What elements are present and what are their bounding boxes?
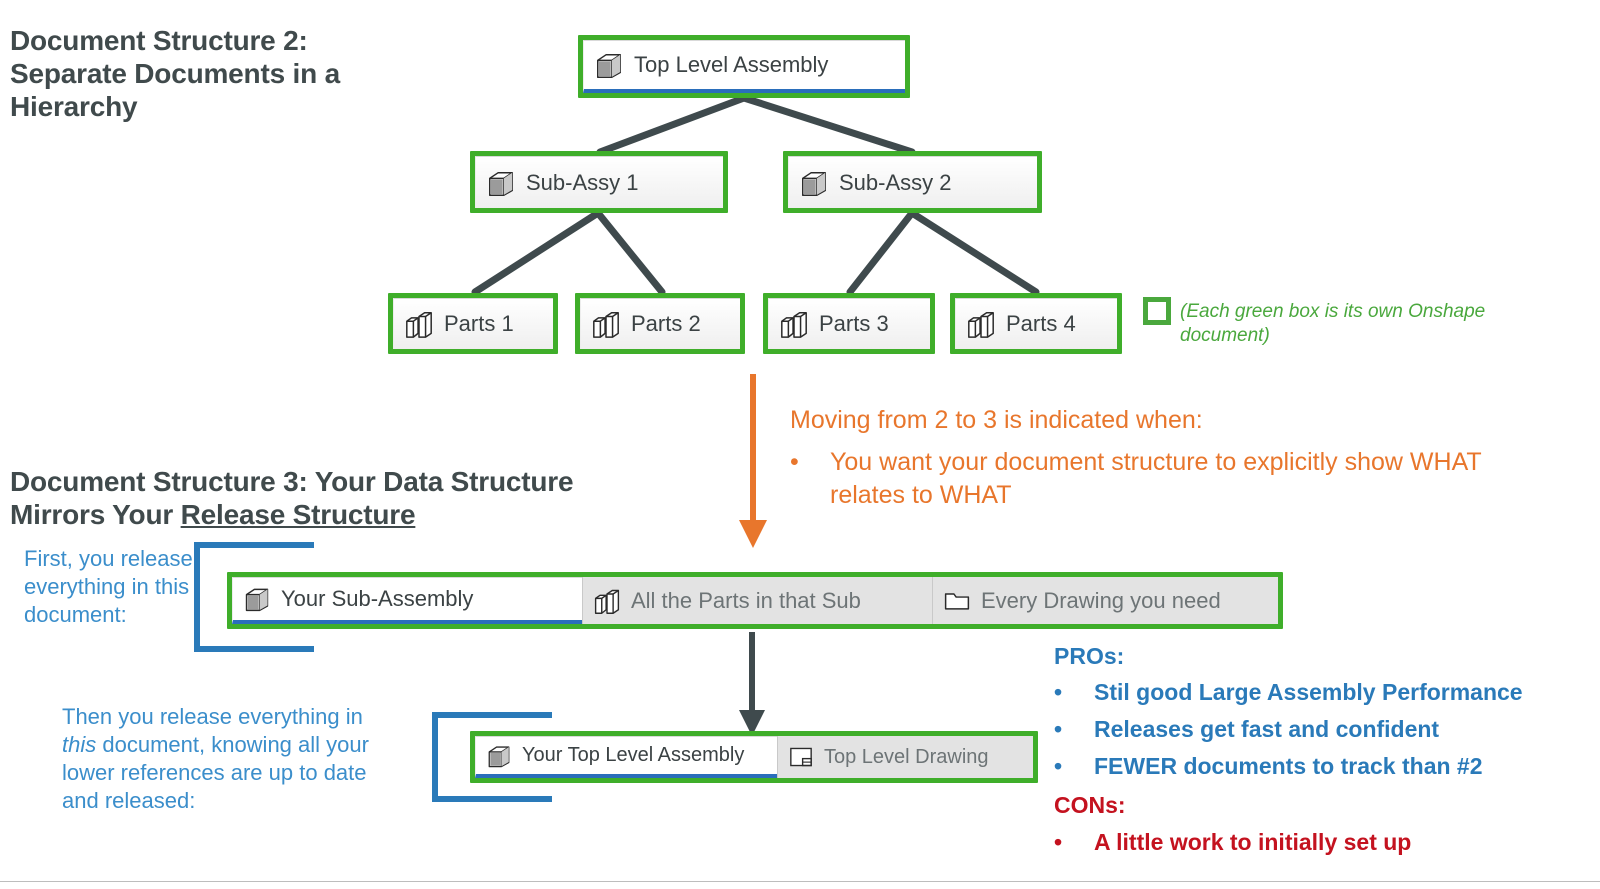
then-note-line-1: Then you release everything in — [62, 704, 363, 729]
doc-your-top-level-assembly[interactable]: Your Top Level Assembly Top Level Drawin… — [470, 731, 1038, 783]
bullet-marker: • — [1054, 716, 1063, 742]
then-note-line-3: lower references are up to date — [62, 760, 367, 785]
doc-parts-4[interactable]: Parts 4 — [950, 293, 1122, 354]
bracket-first-release — [194, 542, 314, 652]
tab-label: Your Sub-Assembly — [281, 586, 474, 611]
assembly-cube-icon — [594, 50, 624, 80]
tab-label: Top Level Drawing — [824, 745, 989, 768]
doc-your-sub-assembly[interactable]: Your Sub-Assembly All the Parts in that … — [227, 572, 1283, 629]
part-studio-icon — [593, 587, 621, 615]
doc-parts-2[interactable]: Parts 2 — [575, 293, 745, 354]
structure-3-title-underlined: Release Structure — [180, 499, 416, 530]
doc-sub-assy-1[interactable]: Sub-Assy 1 — [470, 151, 728, 213]
tab-label: All the Parts in that Sub — [631, 587, 861, 613]
then-note-line-4: and released: — [62, 788, 196, 813]
structure-3-title-text: Document Structure 3: Your Data Structur… — [10, 466, 574, 530]
tab-top-level-drawing[interactable]: Top Level Drawing — [777, 736, 1033, 778]
tab-label: Sub-Assy 2 — [839, 169, 952, 195]
pros-item-1: • Stil good Large Assembly Performance — [1054, 674, 1594, 711]
tab-all-the-parts[interactable]: All the Parts in that Sub — [582, 577, 932, 624]
doc-parts-3[interactable]: Parts 3 — [763, 293, 935, 354]
doc-parts-1[interactable]: Parts 1 — [388, 293, 558, 354]
assembly-cube-icon — [486, 743, 512, 769]
page-title-structure-3: Document Structure 3: Your Data Structur… — [10, 465, 610, 531]
then-note-italic: this — [62, 732, 97, 757]
release-flow-arrow — [739, 632, 765, 736]
then-note-line-2: document, knowing all your — [96, 732, 369, 757]
tab-every-drawing[interactable]: Every Drawing you need — [932, 577, 1278, 624]
doc-top-level-assembly[interactable]: Top Level Assembly — [578, 35, 910, 98]
then-release-note: Then you release everything in this docu… — [62, 703, 432, 815]
tab-top-level-assembly[interactable]: Top Level Assembly — [583, 40, 905, 93]
cons-item-1: • A little work to initially set up — [1054, 824, 1594, 861]
bullet-marker: • — [790, 448, 799, 476]
bullet-marker: • — [1054, 753, 1063, 779]
tab-parts-1[interactable]: Parts 1 — [393, 298, 553, 349]
doc-sub-assy-2[interactable]: Sub-Assy 2 — [783, 151, 1042, 213]
transition-title-text: Moving from 2 to 3 is indicated when: — [790, 406, 1203, 434]
tab-label: Top Level Assembly — [634, 52, 829, 77]
pros-item-2: • Releases get fast and confident — [1054, 711, 1594, 748]
assembly-cube-icon — [799, 168, 829, 198]
assembly-cube-icon — [243, 585, 271, 613]
tab-label: Parts 1 — [444, 311, 514, 336]
tab-label: Your Top Level Assembly — [522, 744, 745, 766]
tab-label: Parts 3 — [819, 311, 889, 336]
orange-transition-arrow — [739, 374, 767, 548]
pros-item-text: Releases get fast and confident — [1094, 716, 1440, 742]
pros-heading: PROs: — [1054, 638, 1124, 675]
bracket-then-release — [432, 712, 552, 802]
pros-heading-text: PROs: — [1054, 643, 1125, 669]
transition-bullet-item: • You want your document structure to ex… — [790, 446, 1510, 512]
tab-sub-assy-1[interactable]: Sub-Assy 1 — [475, 156, 723, 208]
pros-item-3: • FEWER documents to track than #2 — [1054, 748, 1594, 785]
tab-parts-2[interactable]: Parts 2 — [580, 298, 740, 349]
first-release-note: First, you release everything in this do… — [24, 545, 204, 629]
structure-2-title-text: Document Structure 2: Separate Documents… — [10, 25, 340, 122]
part-studio-icon — [591, 309, 621, 339]
drawing-sheet-icon — [788, 744, 814, 770]
legend-label: (Each green box is its own Onshape docum… — [1180, 301, 1486, 346]
bullet-marker: • — [1054, 679, 1063, 705]
transition-title: Moving from 2 to 3 is indicated when: — [790, 404, 1490, 437]
tab-sub-assy-2[interactable]: Sub-Assy 2 — [788, 156, 1037, 208]
cons-item-text: A little work to initially set up — [1094, 829, 1412, 855]
tab-parts-4[interactable]: Parts 4 — [955, 298, 1117, 349]
part-studio-icon — [779, 309, 809, 339]
legend-green-square-icon — [1143, 297, 1171, 325]
assembly-cube-icon — [486, 168, 516, 198]
pros-item-text: FEWER documents to track than #2 — [1094, 753, 1483, 779]
tab-parts-3[interactable]: Parts 3 — [768, 298, 930, 349]
page-title-structure-2: Document Structure 2: Separate Documents… — [10, 24, 410, 123]
tab-your-sub-assembly[interactable]: Your Sub-Assembly — [232, 577, 582, 624]
cons-heading: CONs: — [1054, 787, 1126, 824]
tab-label: Parts 2 — [631, 311, 701, 336]
tab-label: Sub-Assy 1 — [526, 169, 639, 195]
first-release-note-text: First, you release everything in this do… — [24, 546, 193, 627]
tab-your-top-level-assembly[interactable]: Your Top Level Assembly — [475, 736, 777, 778]
tab-label: Parts 4 — [1006, 311, 1076, 336]
cons-heading-text: CONs: — [1054, 792, 1126, 818]
footer-divider — [0, 881, 1600, 882]
part-studio-icon — [966, 309, 996, 339]
bullet-marker: • — [1054, 829, 1063, 855]
pros-item-text: Stil good Large Assembly Performance — [1094, 679, 1523, 705]
folder-icon — [943, 587, 971, 615]
tab-label: Every Drawing you need — [981, 587, 1221, 613]
legend-text: (Each green box is its own Onshape docum… — [1180, 300, 1530, 348]
transition-bullet-text: You want your document structure to expl… — [830, 448, 1482, 509]
part-studio-icon — [404, 309, 434, 339]
